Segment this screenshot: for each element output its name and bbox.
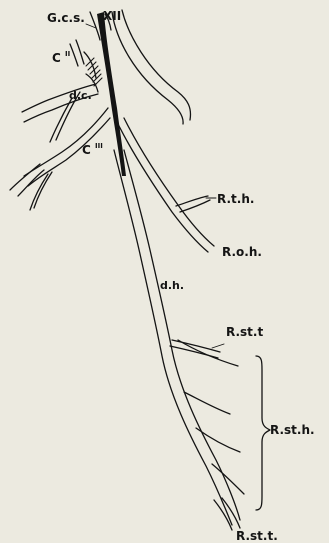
label-c3: C III (82, 142, 103, 157)
label-roh: R.o.h. (222, 245, 262, 259)
label-c3-letter: C (82, 143, 91, 157)
hypoglossal-nerve (105, 10, 191, 124)
label-dc: d.c. (69, 89, 92, 102)
c2-root (70, 40, 84, 66)
label-rth: R.t.h. (217, 192, 254, 206)
label-c3-sup: III (95, 142, 103, 150)
label-dh: d.h. (160, 279, 184, 292)
label-rsth: R.st.h. (270, 423, 315, 437)
r-st-h-branches (178, 340, 244, 494)
label-c2: C II (52, 50, 70, 65)
label-rstt-lower: R.st.t. (236, 529, 278, 543)
label-c2-letter: C (52, 51, 61, 65)
label-rstt-upper: R.st.t (226, 325, 263, 339)
label-c2-sup: II (65, 50, 70, 58)
thyrohyoid-branch-trunk (118, 118, 214, 252)
label-gcs: G.c.s. (47, 11, 85, 25)
label-xii: XII (103, 9, 121, 23)
r-st-h-brace (256, 356, 270, 510)
leader-rstt (212, 344, 224, 348)
